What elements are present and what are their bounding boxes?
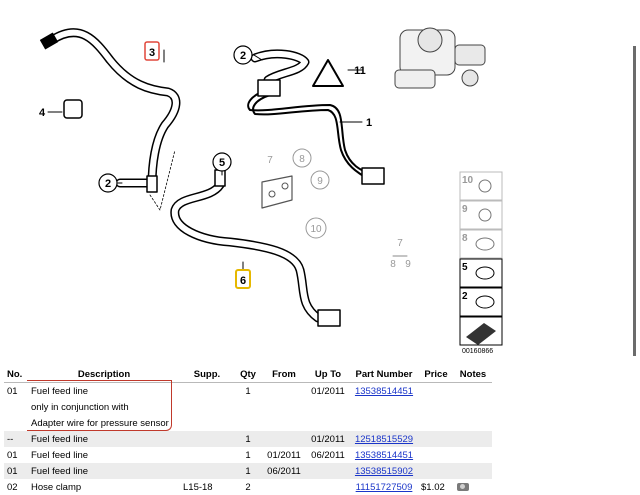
vertical-scrollbar[interactable] xyxy=(633,46,636,356)
callout-6 xyxy=(235,269,251,289)
part-number-link[interactable]: 13538514451 xyxy=(354,385,414,397)
svg-text:2: 2 xyxy=(240,50,246,62)
callout-3 xyxy=(144,41,160,61)
header-price: Price xyxy=(418,366,454,383)
header-no: No. xyxy=(4,366,28,383)
svg-text:9: 9 xyxy=(317,176,323,187)
parts-diagram: 3 2 2 4 11 1 5 6 7 8 9 10 7 8 9 xyxy=(39,27,503,355)
camera-icon[interactable] xyxy=(457,482,469,491)
table-row[interactable]: 01 Fuel feed line 1 01/2011 06/2011 1353… xyxy=(7,449,414,461)
hose-part-6 xyxy=(170,180,323,323)
table-row[interactable]: 02 Hose clamp L15-18 2 11151727509 $1.02 xyxy=(4,479,492,495)
callout-2-left xyxy=(98,173,118,193)
part-number-link[interactable]: 12518515529 xyxy=(354,433,414,445)
line-part-1 xyxy=(247,89,373,176)
header-from: From xyxy=(262,366,306,383)
header-qty: Qty xyxy=(234,366,262,383)
svg-text:9: 9 xyxy=(462,204,468,215)
part-number-link[interactable]: 11151727509 xyxy=(355,481,413,493)
table-header-row: No. Description Supp. Qty From Up To Par… xyxy=(4,366,492,383)
svg-text:2: 2 xyxy=(462,291,468,302)
svg-text:9: 9 xyxy=(405,259,411,270)
svg-text:10: 10 xyxy=(310,224,322,235)
svg-text:8: 8 xyxy=(299,154,305,165)
svg-text:8: 8 xyxy=(390,259,396,270)
warning-triangle-icon xyxy=(312,59,344,87)
svg-text:5: 5 xyxy=(219,157,225,169)
svg-text:7: 7 xyxy=(397,238,403,249)
callout-1: 1 xyxy=(366,117,372,129)
high-pressure-pump xyxy=(394,27,486,89)
header-part-number: Part Number xyxy=(350,366,418,383)
part-number-link[interactable]: 13538515902 xyxy=(354,465,414,477)
side-parts-panel xyxy=(459,171,503,346)
bracket-part-7 xyxy=(261,175,293,209)
image-code: 00160866 xyxy=(462,348,493,355)
callout-2-top xyxy=(233,45,253,65)
callout-8 xyxy=(292,148,312,168)
arrow-icon xyxy=(466,323,496,345)
svg-text:5: 5 xyxy=(462,262,468,273)
clip-part-4 xyxy=(63,99,83,119)
header-notes: Notes xyxy=(454,366,492,383)
table-row[interactable]: -- Fuel feed line 1 01/2011 12518515529 xyxy=(4,431,492,447)
header-description: Description xyxy=(28,366,180,383)
callout-3-label: 3 xyxy=(149,47,155,59)
callout-5 xyxy=(212,152,232,172)
part-number-link[interactable]: 13538514451 xyxy=(354,449,414,461)
callout-10 xyxy=(305,217,327,239)
header-upto: Up To xyxy=(306,366,350,383)
svg-text:6: 6 xyxy=(240,275,246,287)
table-row: only in conjunction with xyxy=(31,401,129,413)
header-supp: Supp. xyxy=(180,366,234,383)
table-row[interactable]: 01 Fuel feed line 1 06/2011 13538515902 xyxy=(4,463,492,479)
svg-text:8: 8 xyxy=(462,233,468,244)
callout-9 xyxy=(310,170,330,190)
svg-text:2: 2 xyxy=(105,178,111,190)
parts-table: No. Description Supp. Qty From Up To Par… xyxy=(4,366,492,495)
callout-4: 4 xyxy=(39,107,46,119)
table-row[interactable]: 01 Fuel feed line 1 01/2011 13538514451 xyxy=(7,385,414,397)
callout-11: 11 xyxy=(354,65,366,77)
svg-text:10: 10 xyxy=(462,175,474,186)
callout-7: 7 xyxy=(267,155,273,166)
table-row: Adapter wire for pressure sensor xyxy=(31,417,169,429)
